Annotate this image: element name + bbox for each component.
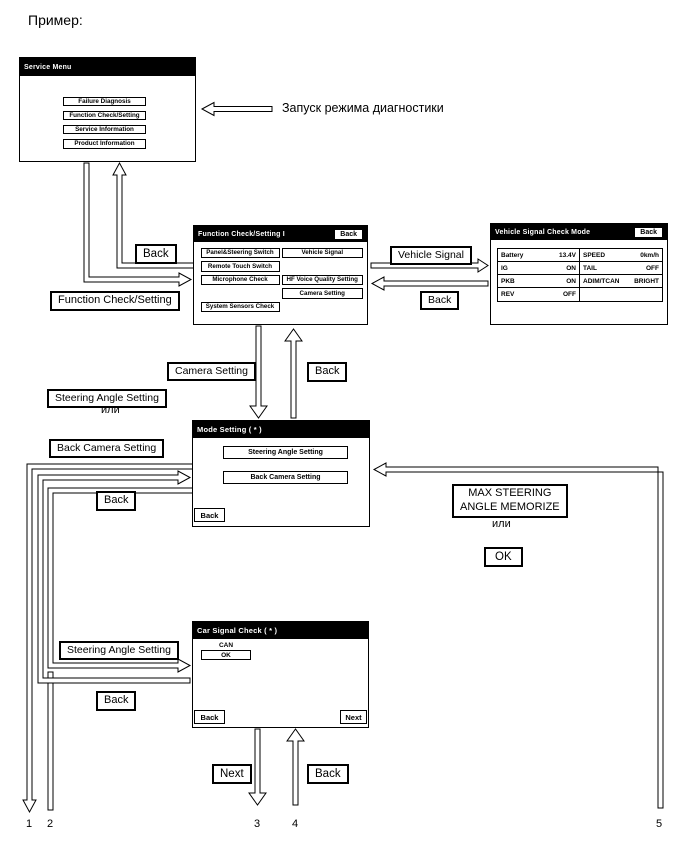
screen-car-signal-check: Car Signal Check ( * ) CAN OK Back Next [192, 621, 369, 728]
can-label: CAN [218, 642, 234, 649]
service-menu-title: Service Menu [24, 63, 72, 71]
button-function-check-setting: Function Check/Setting [63, 110, 146, 121]
vehicle-signal-table: Battery 13.4V SPEED 0km/h IG ON TAIL OFF PKB… [497, 248, 663, 302]
car-signal-next-button: Next [340, 710, 367, 724]
table-row: Battery 13.4V SPEED 0km/h [498, 249, 662, 262]
label-steering-angle-setting-top: Steering Angle Setting [47, 389, 167, 409]
connector-number-2: 2 [47, 818, 54, 830]
label-function-check-setting: Function Check/Setting [50, 291, 180, 311]
signal-value: 0km/h [640, 251, 659, 259]
label-camera-setting: Camera Setting [167, 362, 256, 382]
button-hf-voice-quality: HF Voice Quality Setting [281, 274, 363, 285]
signal-value: OFF [563, 291, 576, 298]
label-ok: OK [484, 547, 523, 568]
label-max-steering-line2: ANGLE MEMORIZE [460, 500, 560, 513]
mode-setting-header: Mode Setting ( * ) [193, 421, 369, 438]
function-check-header: Function Check/Setting I Back [194, 226, 367, 242]
arrow-back-from-connector-4 [286, 728, 305, 806]
button-failure-diagnosis: Failure Diagnosis [63, 96, 146, 106]
function-check-back-button: Back [334, 228, 363, 240]
table-row: IG ON TAIL OFF [498, 262, 662, 275]
label-next: Next [212, 764, 252, 785]
arrow-launch-diagnostics [200, 101, 273, 117]
label-vehicle-signal: Vehicle Signal [390, 246, 472, 266]
label-back-to-mode: Back [96, 491, 137, 511]
label-max-steering-line1: MAX STEERING [468, 487, 552, 499]
launch-annotation: Запуск режима диагностики [282, 101, 444, 115]
connector-number-5: 5 [656, 818, 663, 830]
arrow-back-to-mode-setting [37, 470, 192, 684]
arrow-back-from-vehicle-signal [370, 276, 489, 291]
line-connector-2 [47, 671, 54, 811]
screen-function-check-setting: Function Check/Setting I Back Panel&Stee… [193, 225, 368, 325]
screen-vehicle-signal-check: Vehicle Signal Check Mode Back Battery 13… [490, 223, 668, 325]
arrow-ok-to-mode-setting [372, 462, 664, 809]
button-system-sensors-check: System Sensors Check [200, 301, 280, 312]
signal-value: BRIGHT [634, 277, 659, 285]
button-vehicle-signal: Vehicle Signal [281, 247, 363, 258]
vehicle-signal-back-button: Back [634, 226, 663, 238]
signal-name: IG [501, 264, 508, 272]
signal-name: Battery [501, 251, 524, 259]
screen-service-menu: Service Menu Failure Diagnosis Function … [19, 57, 196, 162]
arrow-back-to-function [284, 328, 303, 419]
connector-number-4: 4 [292, 818, 299, 830]
table-row: REV OFF [498, 288, 662, 301]
label-back-from-vehicle-signal: Back [420, 291, 460, 311]
signal-name: TAIL [583, 264, 597, 272]
label-steering-angle-setting-bottom: Steering Angle Setting [59, 641, 179, 661]
arrow-camera-setting [249, 325, 268, 419]
label-or-right: или [492, 518, 511, 530]
function-check-title: Function Check/Setting I [198, 230, 285, 238]
mode-setting-title: Mode Setting ( * ) [197, 425, 262, 434]
label-or-top: или [101, 404, 120, 416]
label-back-camera-setting: Back Camera Setting [49, 439, 165, 459]
connector-number-1: 1 [26, 818, 33, 830]
line-mode-to-connector-1 [22, 463, 195, 814]
table-row: PKB ON ADIM/TCAN BRIGHT [498, 275, 662, 288]
example-label: Пример: [28, 12, 83, 28]
signal-name: SPEED [583, 251, 606, 259]
signal-name: PKB [501, 277, 515, 285]
screen-mode-setting: Mode Setting ( * ) Steering Angle Settin… [192, 420, 370, 527]
arrow-vehicle-signal [370, 258, 489, 273]
button-camera-setting: Camera Setting [281, 288, 363, 299]
signal-value: ON [566, 264, 576, 272]
label-back-from-next-page: Back [307, 764, 349, 785]
button-back-camera-setting: Back Camera Setting [223, 471, 348, 484]
connector-number-3: 3 [254, 818, 261, 830]
button-steering-angle-setting: Steering Angle Setting [223, 446, 348, 459]
button-service-information: Service Information [63, 124, 146, 135]
button-panel-steering-switch: Panel&Steering Switch [200, 247, 280, 258]
signal-name: REV [501, 291, 515, 298]
mode-setting-back-button: Back [194, 508, 225, 522]
signal-name: ADIM/TCAN [583, 277, 620, 285]
button-microphone-check: Microphone Check [200, 274, 280, 285]
label-back-to-service: Back [135, 244, 177, 265]
signal-value: ON [566, 277, 576, 285]
car-signal-title: Car Signal Check ( * ) [197, 626, 278, 635]
label-back-to-mode-bottom: Back [96, 691, 137, 711]
button-product-information: Product Information [63, 139, 146, 149]
car-signal-header: Car Signal Check ( * ) [193, 622, 368, 639]
vehicle-signal-title: Vehicle Signal Check Mode [495, 228, 591, 236]
button-remote-touch-switch: Remote Touch Switch [200, 261, 280, 272]
arrow-function-check-setting [83, 162, 193, 287]
label-max-steering-angle-memorize: MAX STEERING ANGLE MEMORIZE [452, 484, 568, 518]
label-back-to-function: Back [307, 362, 348, 382]
arrow-next-to-connector-3 [248, 728, 267, 806]
service-menu-header: Service Menu [20, 58, 195, 76]
arrow-steering-angle-to-car-signal [47, 487, 195, 673]
vehicle-signal-header: Vehicle Signal Check Mode Back [491, 224, 667, 240]
signal-value: OFF [646, 264, 659, 272]
car-signal-ok-button: OK [201, 650, 251, 660]
car-signal-back-button: Back [194, 710, 225, 724]
signal-value: 13.4V [559, 251, 576, 259]
